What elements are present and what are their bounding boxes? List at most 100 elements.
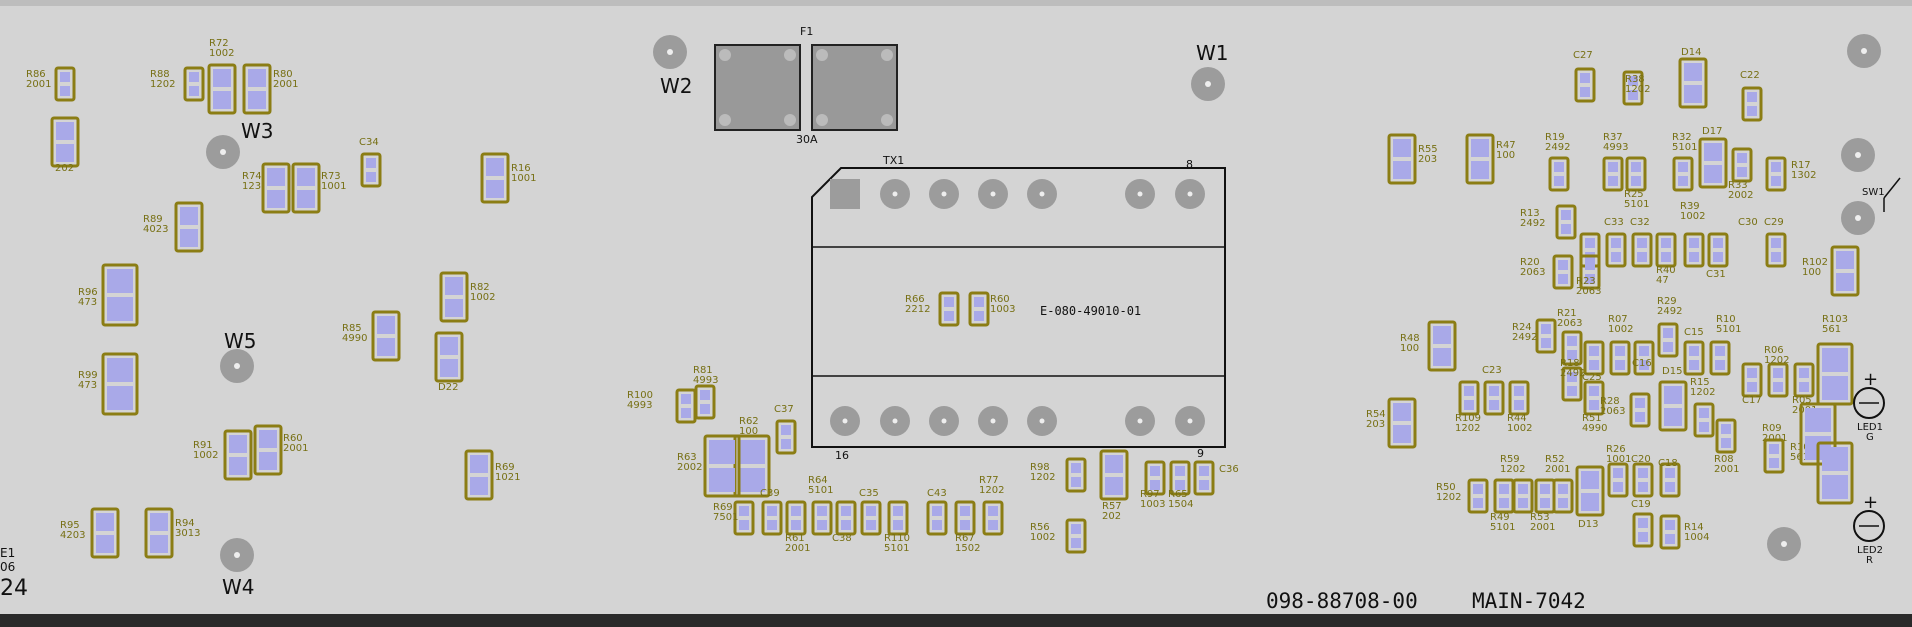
component-c20[interactable]: C20 [1631,454,1654,498]
component-r58b[interactable] [1552,478,1574,514]
component-c17[interactable]: C17 [1741,362,1763,406]
component-202[interactable]: 202 [50,116,80,174]
component-c15[interactable]: C15 [1683,327,1705,376]
component-c25[interactable]: C25 [1582,340,1605,383]
component-r58[interactable] [1512,478,1534,514]
component-c16[interactable]: C16 [1632,340,1655,376]
component-c27[interactable]: C27 [1573,50,1596,103]
component-c31[interactable]: C31 [1706,232,1729,280]
component-c34[interactable]: C34 [359,137,382,188]
component-c38[interactable]: C38 [832,500,857,544]
component-c32[interactable]: C32 [1605,217,1650,268]
component-c37[interactable]: C37 [774,404,797,455]
component-d15[interactable]: D15 [1658,366,1688,432]
component-c22[interactable]: C22 [1740,70,1763,122]
component-c19[interactable]: C19 [1631,499,1654,548]
component-d13[interactable]: D13 [1575,465,1605,530]
component-c29[interactable]: C29 [1764,217,1787,268]
component-pad [974,311,984,321]
component-c36[interactable]: C36 [1193,460,1239,496]
component-d14[interactable]: D14 [1678,47,1708,109]
component-c23[interactable]: C23 [1482,365,1505,416]
component-c35[interactable]: C35 [859,488,882,536]
component-c43[interactable]: C43 [926,488,948,536]
component-d22[interactable]: D22 [434,331,464,393]
component-c18[interactable]: C18 [1658,458,1681,498]
component-c30[interactable]: C30 [1683,217,1758,268]
component-c39[interactable]: C39 [760,488,783,536]
component-outline [1715,418,1737,454]
component-r105[interactable] [1816,441,1854,505]
component-d17[interactable]: D17 [1698,126,1728,189]
